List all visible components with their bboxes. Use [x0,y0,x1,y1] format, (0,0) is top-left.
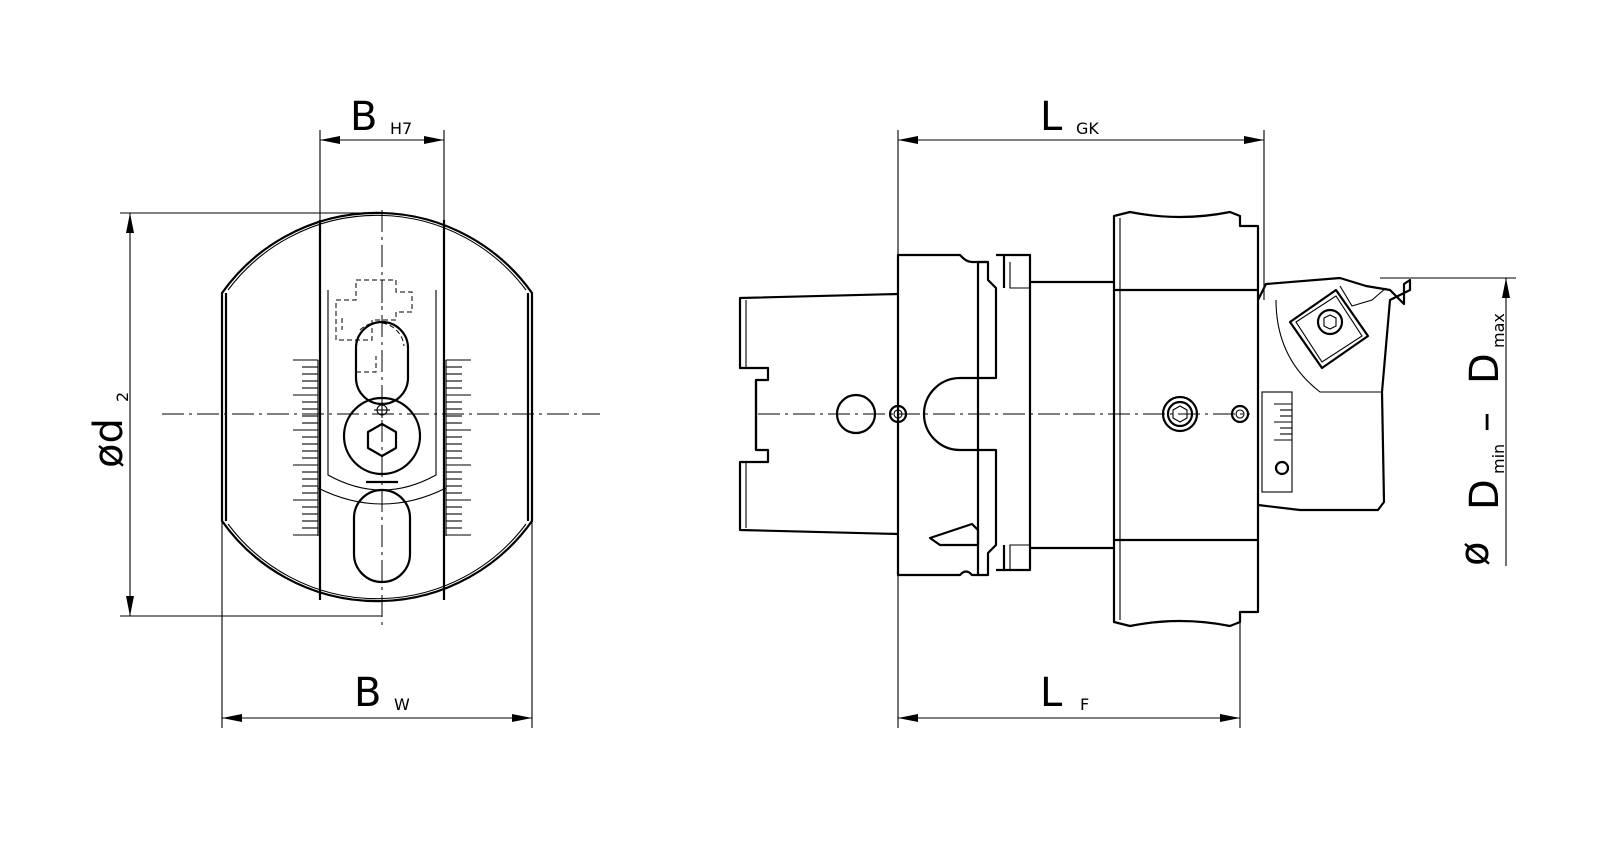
dim-l-gk [897,130,1265,300]
dim-l-gk-main: L [1040,94,1063,140]
lower-oblong-slot [352,488,412,584]
dim-l-f [897,575,1241,728]
head-body [1112,210,1260,628]
dim-b-w-main: B [354,670,381,716]
dim-d-min-main: D [1462,479,1508,510]
dim-l-f-sub: F [1080,695,1089,714]
front-body-inner-arc-bottom [227,523,527,600]
dim-d-dash: – [1462,412,1508,432]
flange-notch-bottom [928,522,980,547]
collar [996,253,1032,572]
dim-b-h7-main: B [350,94,377,140]
dim-b-w-sub: W [394,695,410,714]
dim-d2-main: ød [86,418,132,468]
head-screw-hex [1172,405,1188,423]
cutting-insert-inner [1295,295,1363,363]
dim-d-max-sub: max [1489,313,1508,348]
front-body-outline [220,211,534,603]
scale-left [293,359,319,536]
dim-l-f-main: L [1040,670,1063,716]
insert-holder [1257,276,1412,512]
dim-d2 [120,212,382,617]
v-groove [978,260,998,577]
dim-d2-sub: 2 [113,392,132,402]
hidden-tool-contour [335,279,413,373]
insert-edge [1339,285,1387,307]
neck [1030,280,1114,550]
cutting-insert [1288,288,1370,370]
insert-screw [1316,308,1344,336]
dim-d-max-main: D [1462,353,1508,384]
front-view: B H7 ød 2 B W [86,94,600,728]
dim-b-w [221,522,533,728]
dim-d-prefix: ø [1452,542,1498,566]
holder-scale [1261,391,1293,493]
scale-right [445,359,471,536]
dim-b-h7 [319,130,445,222]
head-small-hole-inner [1235,409,1245,419]
dim-l-gk-sub: GK [1076,119,1099,138]
upper-adjust-slot [354,320,410,406]
insert-screw-hex [1323,314,1337,330]
dim-d-min-sub: min [1489,444,1508,474]
dim-d-range [1380,277,1516,566]
collar-detail [1009,262,1030,570]
drive-key [922,376,978,452]
insert-holder-arc [1275,299,1382,393]
side-view: L GK L F ø D min – D max [738,94,1516,728]
dim-b-h7-sub: H7 [390,119,412,138]
front-body-inner-arc-top [227,214,527,291]
